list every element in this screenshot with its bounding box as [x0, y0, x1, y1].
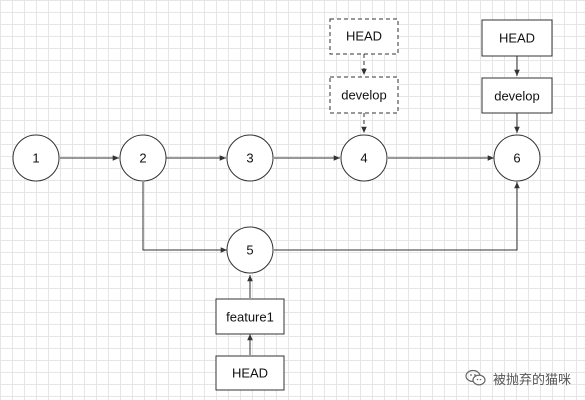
- ref-label: develop: [341, 88, 387, 103]
- feature1-ref-box: feature1: [215, 298, 285, 335]
- commit-label: 4: [360, 151, 367, 166]
- commit-label: 6: [513, 151, 520, 166]
- ref-label: HEAD: [499, 31, 535, 46]
- commit-node-2: 2: [119, 134, 167, 182]
- commit-label: 5: [246, 243, 253, 258]
- new-develop-ref-box: develop: [481, 77, 553, 114]
- commit-label: 2: [139, 151, 146, 166]
- edge-c2-c5: [142, 182, 227, 253]
- commit-node-5: 5: [226, 226, 274, 274]
- feature-head-ref-box: HEAD: [215, 355, 285, 391]
- commit-label: 3: [246, 151, 253, 166]
- old-develop-ref-box: develop: [329, 76, 399, 114]
- watermark: 被抛弃的猫咪: [465, 369, 571, 388]
- ref-label: feature1: [226, 310, 274, 325]
- commit-node-3: 3: [226, 134, 274, 182]
- ref-label: HEAD: [346, 29, 382, 44]
- commit-node-6: 6: [493, 134, 541, 182]
- commit-node-4: 4: [340, 134, 388, 182]
- watermark-text: 被抛弃的猫咪: [492, 373, 571, 388]
- new-head-ref-box: HEAD: [481, 19, 553, 57]
- commit-label: 1: [32, 151, 39, 166]
- old-head-ref-box: HEAD: [329, 18, 399, 55]
- ref-label: develop: [494, 89, 540, 104]
- ref-label: HEAD: [232, 366, 268, 381]
- commit-node-1: 1: [12, 134, 60, 182]
- edge-c5-c6: [274, 182, 520, 251]
- wechat-icon: [465, 369, 487, 388]
